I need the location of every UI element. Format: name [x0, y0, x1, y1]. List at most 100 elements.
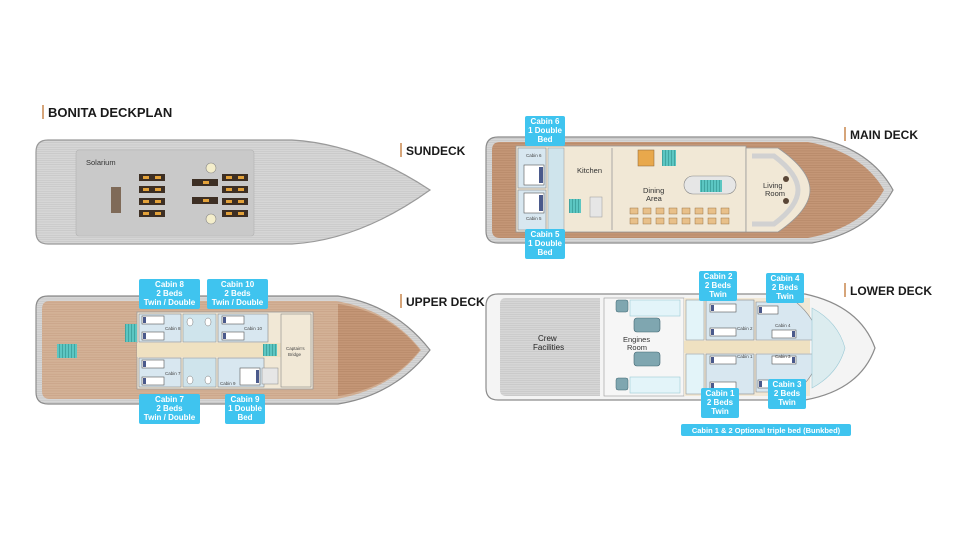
svg-text:Bed: Bed [537, 248, 552, 257]
main-stairs [569, 199, 581, 213]
main-corridor [547, 147, 565, 231]
sunbed-table [111, 187, 121, 213]
svg-text:Cabin 1 & 2 Optional triple be: Cabin 1 & 2 Optional triple bed (Bunkbed… [692, 426, 841, 435]
svg-text:2 Beds: 2 Beds [772, 283, 799, 292]
cabin2-callout: Cabin 2 2 Beds Twin [699, 271, 737, 301]
upper-stairs-left [125, 324, 137, 342]
living-room-sofa [752, 153, 801, 227]
main-deck-marker [844, 127, 846, 141]
svg-text:Cabin 2: Cabin 2 [704, 272, 733, 281]
solarium-label: Solarium [86, 158, 116, 167]
crew-label-1: Crew [538, 334, 557, 343]
cabin10-callout: Cabin 10 2 Beds Twin / Double [207, 279, 268, 309]
svg-text:Cabin 9: Cabin 9 [231, 395, 260, 404]
dining-tables-top [637, 149, 655, 167]
lower-deck-heading: LOWER DECK [850, 284, 932, 298]
engines-label-1: Engines [623, 335, 650, 344]
svg-text:Twin: Twin [711, 407, 729, 416]
bunkbed-note: Cabin 1 & 2 Optional triple bed (Bunkbed… [681, 424, 851, 436]
cabin1-small-label: Cabin 1 [737, 354, 753, 359]
lower-bow-area [811, 307, 846, 389]
sundeck-heading: SUNDECK [406, 144, 466, 158]
svg-text:2 Beds: 2 Beds [707, 398, 734, 407]
svg-text:Cabin 8: Cabin 8 [155, 280, 184, 289]
svg-text:Cabin 7: Cabin 7 [155, 395, 184, 404]
cabin9-callout: Cabin 9 1 Double Bed [225, 394, 265, 424]
cabin6-callout: Cabin 6 1 Double Bed [525, 116, 565, 146]
svg-text:Bed: Bed [537, 135, 552, 144]
cabin5-small-label: Cabin 5 [526, 216, 542, 221]
bridge-label-1: Captain's [286, 346, 305, 351]
engines-label-2: Room [627, 343, 647, 352]
upper-corridor [137, 343, 287, 357]
cabin3-callout: Cabin 3 2 Beds Twin [768, 379, 806, 409]
cabin6-small-label: Cabin 6 [526, 153, 542, 158]
svg-text:Twin / Double: Twin / Double [212, 298, 264, 307]
svg-text:Cabin 3: Cabin 3 [773, 380, 802, 389]
engine-fittings [615, 299, 629, 391]
title-marker [42, 105, 44, 119]
svg-text:Twin: Twin [778, 398, 796, 407]
svg-text:2 Beds: 2 Beds [705, 281, 732, 290]
svg-text:Twin / Double: Twin / Double [144, 298, 196, 307]
engine-hatches [629, 299, 681, 394]
cabin10-small-label: Cabin 10 [244, 326, 263, 331]
lower-bed-pillows [711, 305, 795, 389]
svg-text:Cabin 10: Cabin 10 [221, 280, 255, 289]
upper-deck: Cabin 8 Cabin 10 Cabin 7 Cabin 9 Captain… [35, 295, 431, 405]
upper-stairs-right [263, 344, 277, 356]
cabin7-small-label: Cabin 7 [165, 371, 181, 376]
table-top [205, 162, 217, 174]
lower-deck-marker [844, 283, 846, 297]
cabin8-callout: Cabin 8 2 Beds Twin / Double [139, 279, 200, 309]
svg-text:2 Beds: 2 Beds [774, 389, 801, 398]
lower-bathrooms [685, 299, 705, 395]
svg-text:Cabin 4: Cabin 4 [771, 274, 800, 283]
cabin2-small-label: Cabin 2 [737, 326, 753, 331]
svg-text:Cabin 6: Cabin 6 [531, 117, 560, 126]
living-room-label-1: Living [763, 181, 783, 190]
bridge-label-2: Bridge [288, 352, 302, 357]
main-deck: Cabin 6 Cabin 5 Kitchen Dining Area Livi… [485, 136, 894, 244]
cabin4-callout: Cabin 4 2 Beds Twin [766, 273, 804, 303]
svg-text:Twin / Double: Twin / Double [144, 413, 196, 422]
upper-deck-marker [400, 294, 402, 308]
upper-deck-bow [338, 304, 420, 396]
cabin7-callout: Cabin 7 2 Beds Twin / Double [139, 394, 200, 424]
svg-text:1 Double: 1 Double [528, 239, 562, 248]
sunbeds-center-cushions [143, 176, 161, 215]
bathrooms-top [182, 313, 217, 343]
dining-label-2: Area [646, 194, 663, 203]
upper-toilets [186, 317, 212, 385]
cabin4-small-label: Cabin 4 [775, 323, 791, 328]
crew-label-2: Facilities [533, 343, 564, 352]
table-bottom [205, 213, 217, 225]
svg-text:Cabin 1: Cabin 1 [706, 389, 735, 398]
dining-label-1: Dining [643, 186, 664, 195]
engines [633, 317, 661, 367]
bar-stairs [700, 180, 722, 192]
kitchen-counter [589, 196, 603, 218]
svg-text:2 Beds: 2 Beds [156, 289, 183, 298]
lower-corridor [684, 341, 810, 353]
dining-chairs [629, 207, 730, 225]
main-deck-heading: MAIN DECK [850, 128, 918, 142]
svg-text:Cabin 5: Cabin 5 [531, 230, 560, 239]
upper-deck-heading: UPPER DECK [406, 295, 485, 309]
lower-deck: Crew Facilities Engines Room [485, 293, 876, 401]
svg-text:1 Double: 1 Double [528, 126, 562, 135]
cabin3-small-label: Cabin 3 [775, 354, 791, 359]
cabin8-small-label: Cabin 8 [165, 326, 181, 331]
svg-text:Bed: Bed [237, 413, 252, 422]
upper-bed-pillows [143, 317, 259, 384]
sunbeds-center [139, 174, 165, 217]
cabin6-bed-pillow [539, 167, 543, 183]
svg-text:1 Double: 1 Double [228, 404, 262, 413]
cabin5-callout: Cabin 5 1 Double Bed [525, 229, 565, 259]
captains-bridge-room [280, 313, 312, 388]
svg-text:Twin: Twin [709, 290, 727, 299]
svg-text:Twin: Twin [776, 292, 794, 301]
cabin1-callout: Cabin 1 2 Beds Twin [701, 388, 739, 418]
living-room-table-bottom [783, 198, 789, 204]
